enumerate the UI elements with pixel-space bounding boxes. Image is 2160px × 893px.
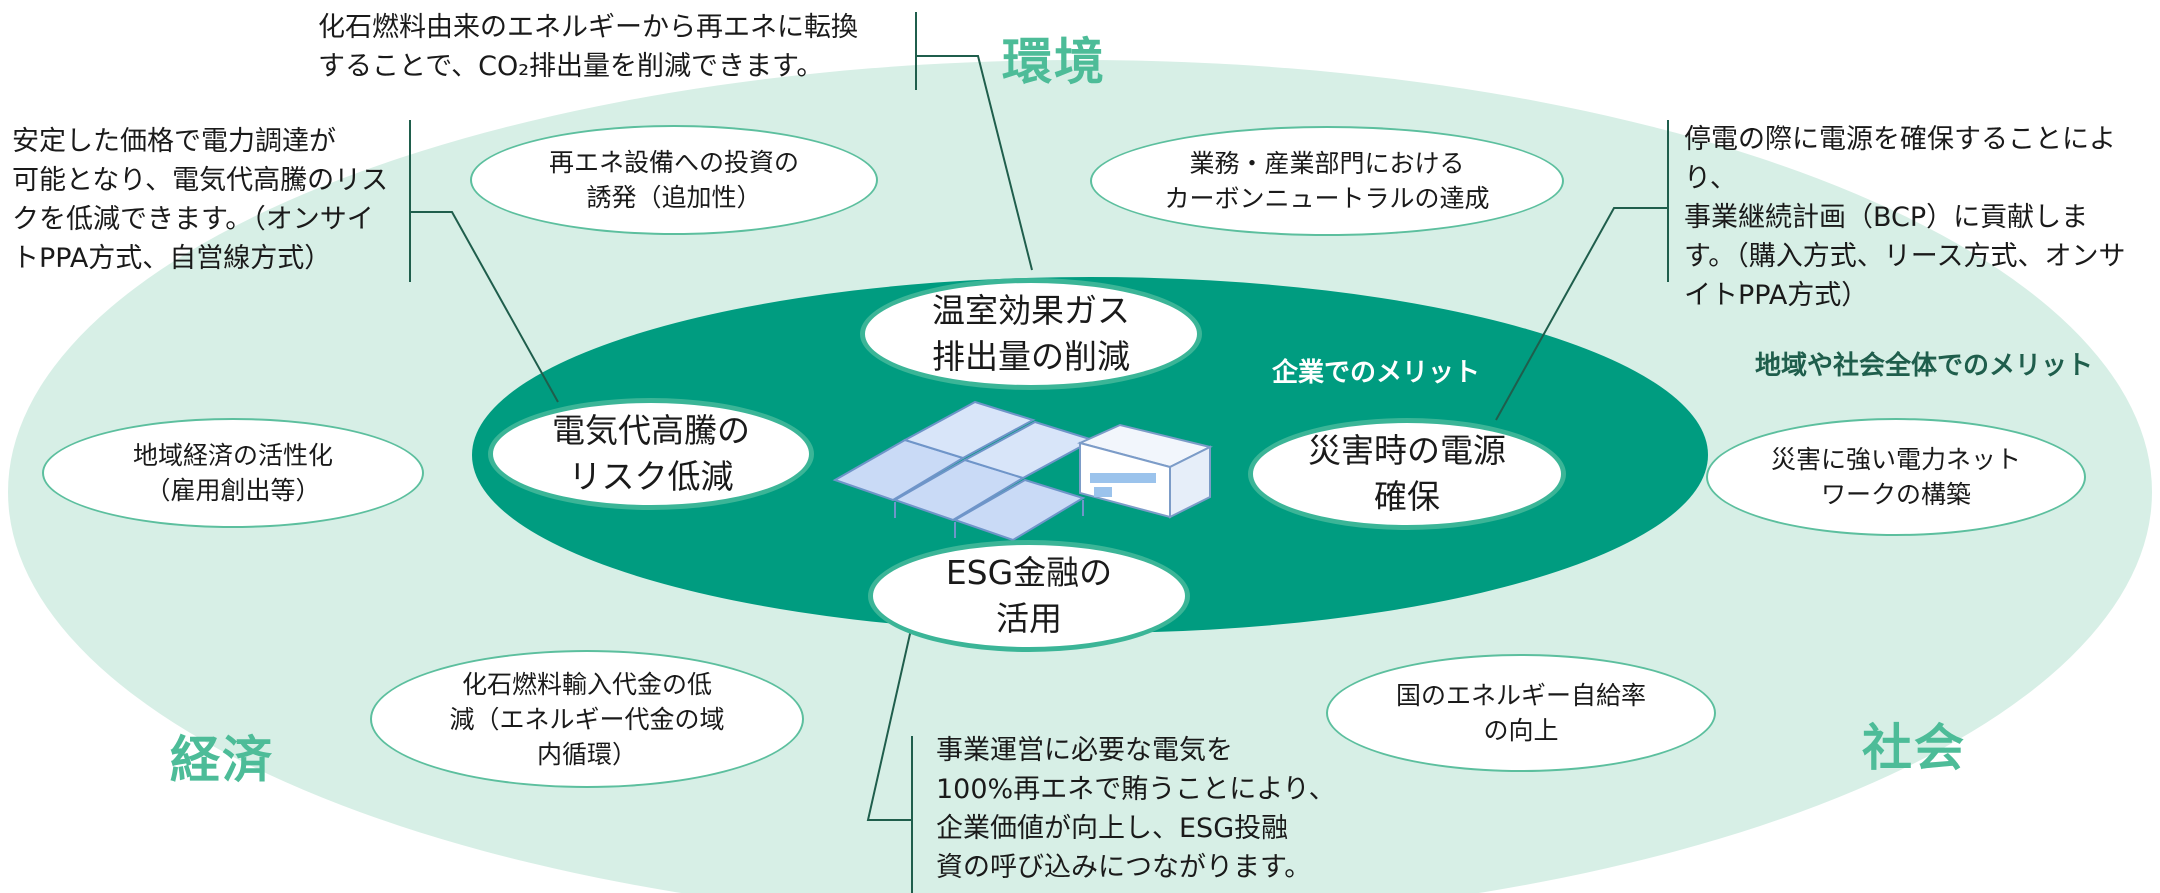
building-icon [1077, 423, 1213, 519]
outer-item-regional-economy: 地域経済の活性化 （雇用創出等） [42, 418, 424, 528]
outer-item-carbon-neutral: 業務・産業部門における カーボンニュートラルの達成 [1090, 126, 1564, 236]
inner-item-label: 電気代高騰の リスク低減 [552, 411, 750, 496]
solar-panel-icon [832, 400, 1096, 558]
connector-price [409, 120, 559, 403]
outer-item-label: 地域経済の活性化 （雇用創出等） [132, 441, 333, 505]
inner-item-label: 温室効果ガス 排出量の削減 [932, 291, 1130, 376]
company-merit-label: 企業でのメリット [1272, 358, 1481, 388]
outer-item-reinvestment: 再エネ設備への投資の 誘発（追加性） [470, 125, 878, 235]
callout-esg: 事業運営に必要な電気を 100%再エネで賄うことにより、 企業価値が向上し、ES… [936, 735, 1336, 883]
callout-bcp: 停電の際に電源を確保することにより、 事業継続計画（BCP）に貢献しま す。（購… [1684, 124, 2126, 311]
inner-item-ghg-reduction: 温室効果ガス 排出量の削減 [860, 278, 1202, 390]
outer-item-label: 災害に強い電力ネット ワークの構築 [1770, 445, 2021, 509]
outer-item-label: 化石燃料輸入代金の低 減（エネルギー代金の域 内循環） [449, 669, 725, 769]
outer-item-label: 業務・産業部門における カーボンニュートラルの達成 [1164, 149, 1490, 213]
callout-price-stability: 安定した価格で電力調達が 可能となり、電気代高騰のリス クを低減できます。（オン… [12, 126, 389, 274]
regional-merit-label: 地域や社会全体でのメリット [1755, 351, 2094, 381]
connector-bcp [1495, 120, 1669, 421]
category-economy: 経済 [170, 731, 274, 789]
inner-item-label: ESG金融の 活用 [945, 553, 1113, 638]
outer-item-energy-self-sufficiency: 国のエネルギー自給率 の向上 [1326, 654, 1716, 772]
outer-item-label: 国のエネルギー自給率 の向上 [1395, 681, 1646, 745]
inner-item-disaster-power: 災害時の電源 確保 [1248, 418, 1566, 530]
category-society: 社会 [1862, 719, 1966, 777]
inner-item-esg-finance: ESG金融の 活用 [868, 540, 1190, 652]
callout-environment: 化石燃料由来のエネルギーから再エネに転換 することで、CO₂排出量を削減できます… [318, 12, 858, 82]
outer-item-disaster-network: 災害に強い電力ネット ワークの構築 [1706, 418, 2086, 536]
category-environment: 環境 [1002, 33, 1106, 91]
outer-item-fuel-import: 化石燃料輸入代金の低 減（エネルギー代金の域 内循環） [370, 650, 804, 788]
connector-environment [915, 12, 1033, 271]
outer-item-label: 再エネ設備への投資の 誘発（追加性） [548, 148, 799, 212]
connector-esg [866, 624, 913, 893]
inner-item-label: 災害時の電源 確保 [1308, 431, 1506, 516]
inner-item-electricity-risk: 電気代高騰の リスク低減 [488, 398, 814, 510]
